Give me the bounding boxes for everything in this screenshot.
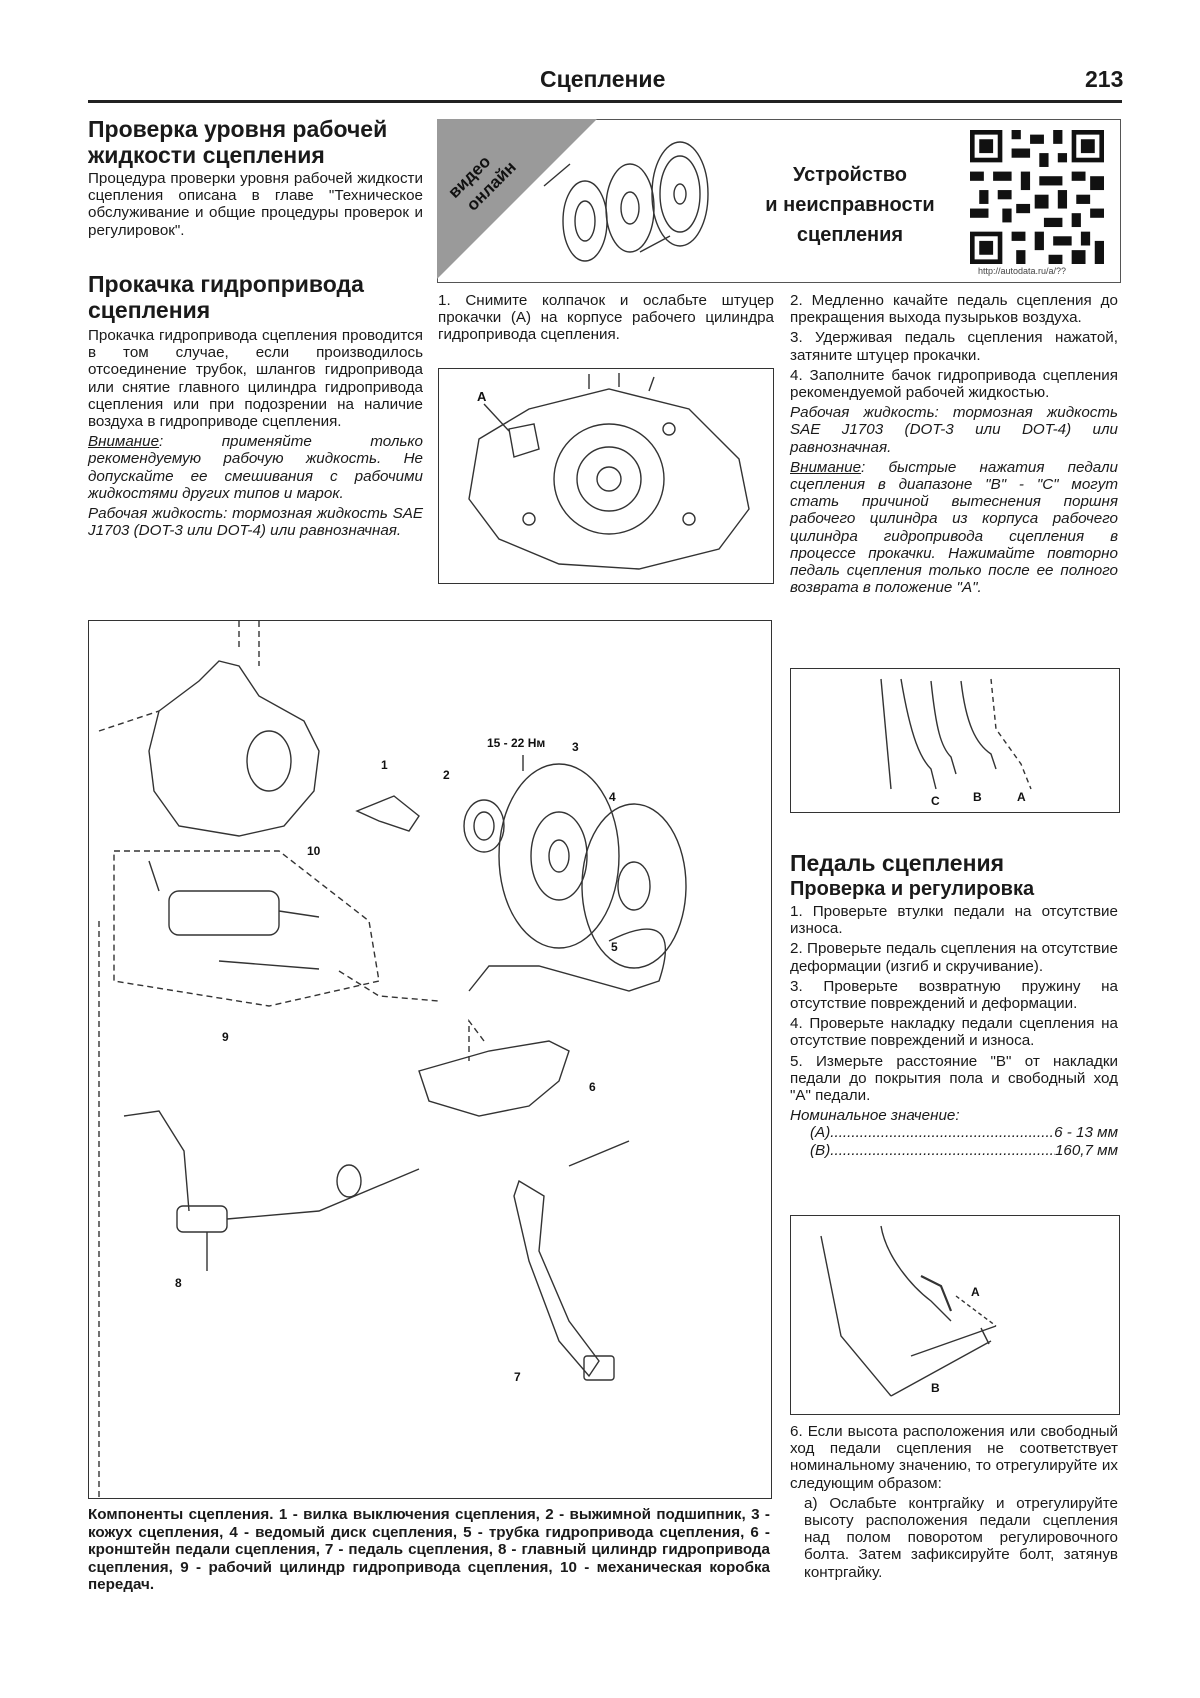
callout-3: 3	[572, 740, 579, 754]
callout-8: 8	[175, 1276, 182, 1290]
bleeding-body: Прокачка гидропривода сцепления проводит…	[88, 327, 423, 431]
pedal-steps: 1. Проверьте втулки педали на отсутствие…	[790, 903, 1118, 1124]
step1-bleed: 1. Снимите колпачок и ослабьте штуцер пр…	[438, 292, 774, 344]
pedal-step5: 5. Измерьте расстояние "B" от накладки п…	[790, 1052, 1118, 1105]
callout-7: 7	[514, 1370, 521, 1384]
warning-right: Внимание: быстрые нажатия педали сцеплен…	[790, 459, 1118, 597]
pedal-step1: 1. Проверьте втулки педали на отсутствие…	[790, 903, 1118, 938]
pedal-step2: 2. Проверьте педаль сцепления на отсутст…	[790, 940, 1118, 975]
pedal-positions-illustration: C B A	[880, 678, 1032, 808]
gearbox-label-a: A	[477, 389, 487, 404]
pedal-step3: 3. Проверьте возвратную пружину на отсут…	[790, 977, 1118, 1013]
section-bleeding: Прокачка гидропривода сцепления Прокачка…	[88, 271, 423, 542]
pedal-height-illustration: A B	[820, 1225, 997, 1397]
level-check-title-line2: жидкости сцепления	[88, 142, 325, 168]
components-figure: 15 - 22 Нм 1 2 3 4 5 6 7 8 9 10	[88, 620, 772, 1501]
spec-b-dots	[830, 1142, 1055, 1160]
bleeding-fluid: Рабочая жидкость: тормозная жидкость SAE…	[88, 505, 423, 540]
components-caption: Компоненты сцепления. 1 - вилка выключен…	[88, 1506, 770, 1593]
callout-1: 1	[381, 758, 388, 772]
video-title-line2: и неисправности	[765, 194, 935, 216]
callout-9: 9	[222, 1030, 229, 1044]
video-title-line3: сцепления	[796, 224, 904, 246]
clutch-assembly-illustration	[543, 141, 709, 262]
header-rule	[88, 100, 1122, 103]
video-badge: видео онлайн	[437, 119, 597, 279]
bleeding-body-text: Прокачка гидропривода сцепления проводит…	[88, 327, 423, 539]
spec-row-a: (A) 6 - 13 мм	[790, 1124, 1118, 1142]
warning-right-text: : быстрые нажатия педали сцепления в диа…	[790, 458, 1118, 597]
callout-2: 2	[443, 768, 450, 782]
bleeding-title-line2: сцепления	[88, 297, 211, 323]
section-pedal: Педаль сцепления Проверка и регулировка …	[790, 850, 1118, 1159]
bleeding-warning: Внимание: применяйте только рекомендуему…	[88, 433, 423, 502]
spec-a-value: 6 - 13 мм	[1054, 1124, 1118, 1142]
step4-bleed: 4. Заполните бачок гидропривода сцеплени…	[790, 366, 1118, 402]
bleeding-title-line1: Прокачка гидропривода	[88, 271, 364, 297]
chapter-title: Сцепление	[540, 66, 666, 92]
bleeding-warning-label: Внимание	[88, 433, 160, 451]
video-title-line1: Устройство	[793, 164, 907, 186]
pedal-adjust-steps: 6. Если высота расположения или свободны…	[790, 1423, 1118, 1584]
pedal-label-b: B	[973, 790, 982, 804]
height-label-b: B	[931, 1381, 940, 1395]
step3-bleed: 3. Удерживая педаль сцепления нажатой, з…	[790, 329, 1118, 364]
level-check-title-line1: Проверка уровня рабочей	[88, 116, 388, 142]
gearbox-illustration: A	[468, 373, 750, 570]
spec-row-b: (B) 160,7 мм	[790, 1142, 1118, 1160]
callout-5: 5	[611, 940, 618, 954]
bleeding-warning-text: : применяйте только рекомендуемую рабочу…	[88, 433, 423, 502]
callout-6: 6	[589, 1080, 596, 1094]
components-illustration: 15 - 22 Нм 1 2 3 4 5 6 7 8 9 10	[98, 621, 687, 1501]
pedal-step6: 6. Если высота расположения или свободны…	[790, 1423, 1118, 1492]
callout-4: 4	[609, 790, 616, 804]
section-level-check: Проверка уровня рабочей жидкости сцеплен…	[88, 116, 423, 239]
pedal-label-c: C	[931, 794, 940, 808]
warning-right-label: Внимание	[790, 458, 862, 476]
callout-10: 10	[307, 844, 321, 858]
gearbox-figure: A	[438, 368, 774, 584]
height-label-a: A	[971, 1285, 980, 1299]
pedal-height-figure: A B	[790, 1215, 1120, 1415]
qr-code-icon[interactable]	[970, 130, 1104, 264]
spec-a-dots	[830, 1124, 1054, 1142]
video-title[interactable]: Устройство и неисправности сцепления	[730, 160, 970, 250]
pedal-positions-figure: C B A	[790, 668, 1120, 813]
bleed-steps-right: 2. Медленно качайте педаль сцепления до …	[790, 292, 1118, 599]
pedal-step4: 4. Проверьте накладку педали сцепления н…	[790, 1015, 1118, 1050]
spec-a-label: (A)	[810, 1124, 831, 1142]
nominal-label: Номинальное значение:	[790, 1107, 960, 1125]
step2-bleed: 2. Медленно качайте педаль сцепления до …	[790, 292, 1118, 327]
level-check-body: Процедура проверки уровня рабочей жидкос…	[88, 170, 423, 239]
torque-label: 15 - 22 Нм	[487, 736, 545, 750]
pedal-step6a: а) Ослабьте контргайку и отрегулируйте в…	[804, 1494, 1118, 1581]
video-url[interactable]: http://autodata.ru/a/??	[978, 266, 1067, 276]
pedal-title: Педаль сцепления	[790, 850, 1005, 876]
pedal-label-a: A	[1017, 790, 1026, 804]
fluid-spec-right: Рабочая жидкость: тормозная жидкость SAE…	[790, 404, 1118, 456]
pedal-subtitle: Проверка и регулировка	[790, 878, 1035, 900]
spec-b-label: (B)	[810, 1141, 831, 1159]
spec-b-value: 160,7 мм	[1054, 1141, 1118, 1159]
page-number: 213	[1085, 66, 1124, 92]
